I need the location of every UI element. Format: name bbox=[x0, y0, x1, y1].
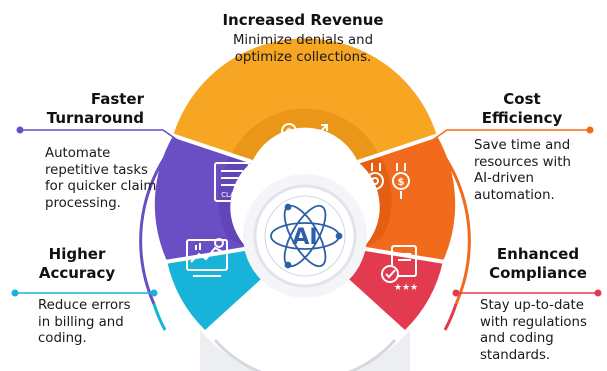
benefit-title-accuracy: Higher Accuracy bbox=[38, 245, 116, 282]
benefit-desc-revenue: Minimize denials and optimize collection… bbox=[232, 33, 374, 65]
cost-gears-icon: $ bbox=[366, 163, 410, 199]
connector-cost bbox=[423, 129, 590, 147]
hub-base-arc bbox=[200, 330, 410, 371]
benefit-desc-compliance: Stay up-to-date with regulations and cod… bbox=[480, 298, 587, 363]
segment-compliance bbox=[340, 248, 443, 330]
svg-text:$: $ bbox=[286, 127, 293, 138]
svg-text:★★★: ★★★ bbox=[394, 283, 418, 293]
connector-dots bbox=[11, 126, 602, 297]
segment-accuracy bbox=[167, 248, 270, 330]
claim-form-icon bbox=[214, 162, 250, 202]
svg-text:$: $ bbox=[398, 177, 405, 188]
compliance-document-icon: ★★★ bbox=[381, 245, 418, 293]
accuracy-analytics-icon bbox=[186, 238, 228, 277]
benefit-desc-turnaround: Automate repetitive tasks for quicker cl… bbox=[45, 146, 157, 211]
segment-separators bbox=[164, 132, 446, 264]
benefit-desc-cost: Save time and resources with AI-driven a… bbox=[474, 138, 571, 203]
hub-base-shadow bbox=[213, 339, 397, 371]
connector-turnaround bbox=[20, 129, 187, 147]
outer-ring-arc-accuracy bbox=[152, 303, 167, 331]
segment-revenue bbox=[173, 38, 437, 162]
benefit-title-compliance: Enhanced Compliance bbox=[489, 245, 587, 282]
segment-revenue-band bbox=[231, 108, 379, 162]
benefit-title-revenue: Increased Revenue bbox=[222, 11, 384, 29]
connector-lines bbox=[15, 129, 598, 294]
claim-form-label: CLAIM bbox=[221, 191, 243, 199]
benefit-title-cost: Cost Efficiency bbox=[481, 90, 563, 127]
outer-ring-arc-compliance bbox=[443, 303, 458, 331]
revenue-chart-icon: $ bbox=[281, 123, 328, 167]
benefit-desc-accuracy: Reduce errors in billing and coding. bbox=[38, 298, 131, 346]
ai-atom-icon bbox=[270, 203, 343, 269]
benefit-title-turnaround: Faster Turnaround bbox=[46, 90, 144, 127]
center-ai-label: AI bbox=[292, 225, 317, 250]
